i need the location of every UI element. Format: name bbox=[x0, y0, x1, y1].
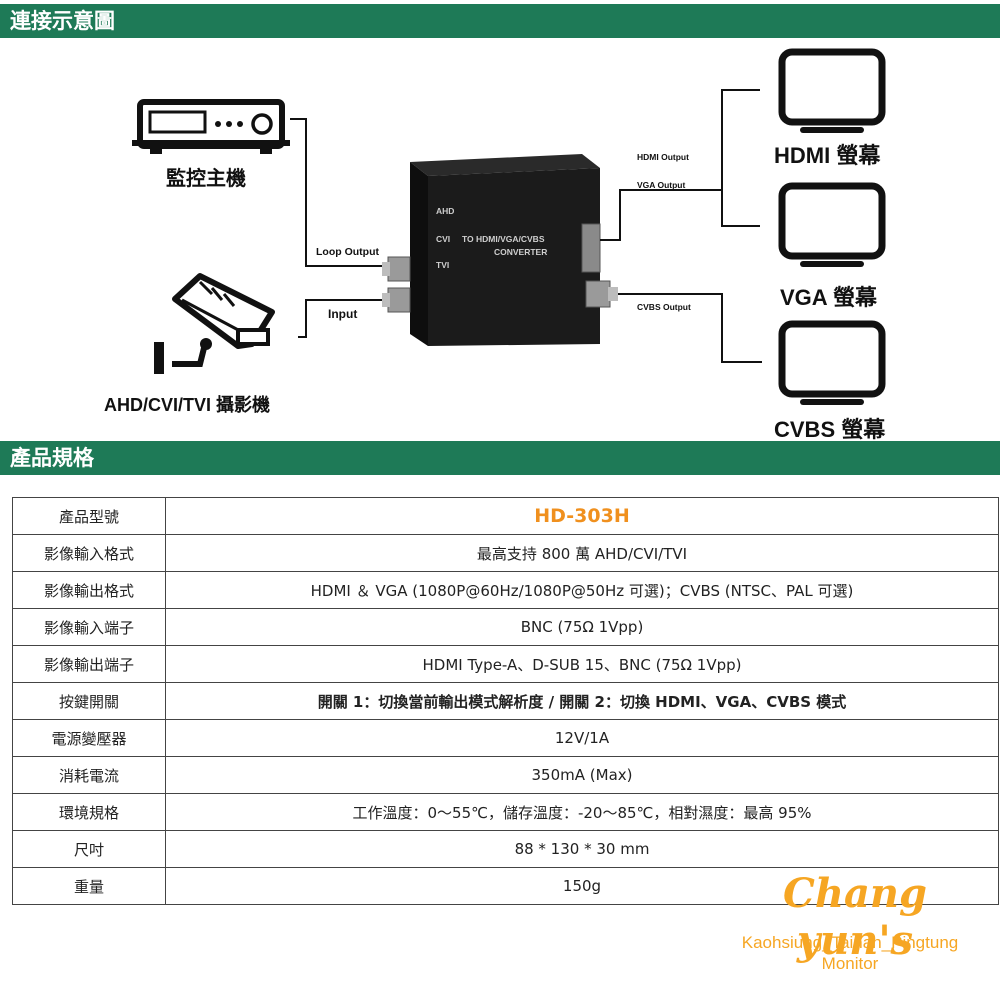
hdmi-monitor-icon bbox=[778, 48, 886, 133]
converter-text-1: TO HDMI/VGA/CVBS bbox=[462, 234, 545, 244]
spec-value: HDMI ＆ VGA (1080P@60Hz/1080P@50Hz 可選)；CV… bbox=[165, 571, 999, 609]
loop-output-label: Loop Output bbox=[316, 246, 379, 258]
converter-mode-tvi: TVI bbox=[436, 260, 450, 270]
spec-row-switch: 按鍵開關 開關 1：切換當前輸出模式解析度 / 開關 2：切換 HDMI、VGA… bbox=[12, 682, 999, 720]
spec-row-output-format: 影像輸出格式 HDMI ＆ VGA (1080P@60Hz/1080P@50Hz… bbox=[12, 571, 999, 609]
spec-table: 產品型號 HD-303H 影像輸入格式 最高支持 800 萬 AHD/CVI/T… bbox=[12, 497, 999, 905]
spec-header: 產品規格 bbox=[0, 441, 1000, 475]
hdmi-output-label: HDMI Output bbox=[637, 152, 689, 162]
diagram-graphics bbox=[132, 48, 886, 405]
converter-text-2: CONVERTER bbox=[494, 247, 548, 257]
spec-row-weight: 重量 150g bbox=[12, 867, 999, 905]
spec-value: 工作溫度：0～55℃，儲存溫度：-20～85℃，相對濕度：最高 95% bbox=[165, 793, 999, 831]
spec-row-output-port: 影像輸出端子 HDMI Type-A、D-SUB 15、BNC (75Ω 1Vp… bbox=[12, 645, 999, 683]
spec-row-dimensions: 尺吋 88 * 130 * 30 mm bbox=[12, 830, 999, 868]
spec-key: 按鍵開關 bbox=[12, 682, 166, 720]
spec-row-power: 電源變壓器 12V/1A bbox=[12, 719, 999, 757]
spec-value: 開關 1：切換當前輸出模式解析度 / 開關 2：切換 HDMI、VGA、CVBS… bbox=[165, 682, 999, 720]
hdmi-monitor-label: HDMI 螢幕 bbox=[774, 143, 881, 168]
spec-row-model: 產品型號 HD-303H bbox=[12, 497, 999, 535]
connection-diagram: 監控主機 AHD/CVI/TVI 攝影機 Loop Output Input A… bbox=[0, 44, 1000, 442]
spec-value: 350mA (Max) bbox=[165, 756, 999, 794]
watermark-line-1: Kaohsiung_Tainan_Pingtung bbox=[741, 933, 959, 952]
spec-row-current: 消耗電流 350mA (Max) bbox=[12, 756, 999, 794]
converter-box bbox=[382, 154, 618, 346]
spec-row-environment: 環境規格 工作溫度：0～55℃，儲存溫度：-20～85℃，相對濕度：最高 95% bbox=[12, 793, 999, 831]
spec-value: 150g bbox=[165, 867, 999, 905]
watermark-line-2: Monitor bbox=[821, 954, 879, 973]
dvr-label: 監控主機 bbox=[166, 168, 246, 190]
input-label: Input bbox=[328, 307, 358, 321]
spec-row-input-format: 影像輸入格式 最高支持 800 萬 AHD/CVI/TVI bbox=[12, 534, 999, 572]
connection-lines bbox=[290, 89, 762, 363]
spec-key: 環境規格 bbox=[12, 793, 166, 831]
spec-value: 最高支持 800 萬 AHD/CVI/TVI bbox=[165, 534, 999, 572]
spec-value: BNC (75Ω 1Vpp) bbox=[165, 608, 999, 646]
watermark-title: Chang yun's bbox=[783, 870, 927, 964]
spec-key: 影像輸出端子 bbox=[12, 645, 166, 683]
spec-key: 重量 bbox=[12, 867, 166, 905]
camera-icon bbox=[154, 273, 275, 374]
vga-output-label: VGA Output bbox=[637, 180, 686, 190]
spec-key: 尺吋 bbox=[12, 830, 166, 868]
cvbs-monitor-label: CVBS 螢幕 bbox=[774, 417, 886, 442]
spec-key: 影像輸入端子 bbox=[12, 608, 166, 646]
connection-diagram-header: 連接示意圖 bbox=[0, 4, 1000, 38]
spec-key: 電源變壓器 bbox=[12, 719, 166, 757]
spec-key: 影像輸出格式 bbox=[12, 571, 166, 609]
spec-value: 88 * 130 * 30 mm bbox=[165, 830, 999, 868]
spec-value: HD-303H bbox=[165, 497, 999, 535]
dvr-icon bbox=[132, 99, 290, 154]
vga-monitor-icon bbox=[778, 182, 886, 267]
converter-mode-cvi: CVI bbox=[436, 234, 451, 244]
spec-key: 消耗電流 bbox=[12, 756, 166, 794]
spec-key: 影像輸入格式 bbox=[12, 534, 166, 572]
spec-key: 產品型號 bbox=[12, 497, 166, 535]
vga-monitor-label: VGA 螢幕 bbox=[780, 285, 877, 310]
spec-value: 12V/1A bbox=[165, 719, 999, 757]
cvbs-output-label: CVBS Output bbox=[637, 302, 691, 312]
cvbs-monitor-icon bbox=[778, 320, 886, 405]
camera-label: AHD/CVI/TVI 攝影機 bbox=[104, 395, 271, 415]
watermark-subtitle: Kaohsiung_Tainan_Pingtung Monitor bbox=[700, 932, 1000, 974]
converter-mode-ahd: AHD bbox=[436, 206, 455, 216]
spec-value: HDMI Type-A、D-SUB 15、BNC (75Ω 1Vpp) bbox=[165, 645, 999, 683]
spec-row-input-port: 影像輸入端子 BNC (75Ω 1Vpp) bbox=[12, 608, 999, 646]
